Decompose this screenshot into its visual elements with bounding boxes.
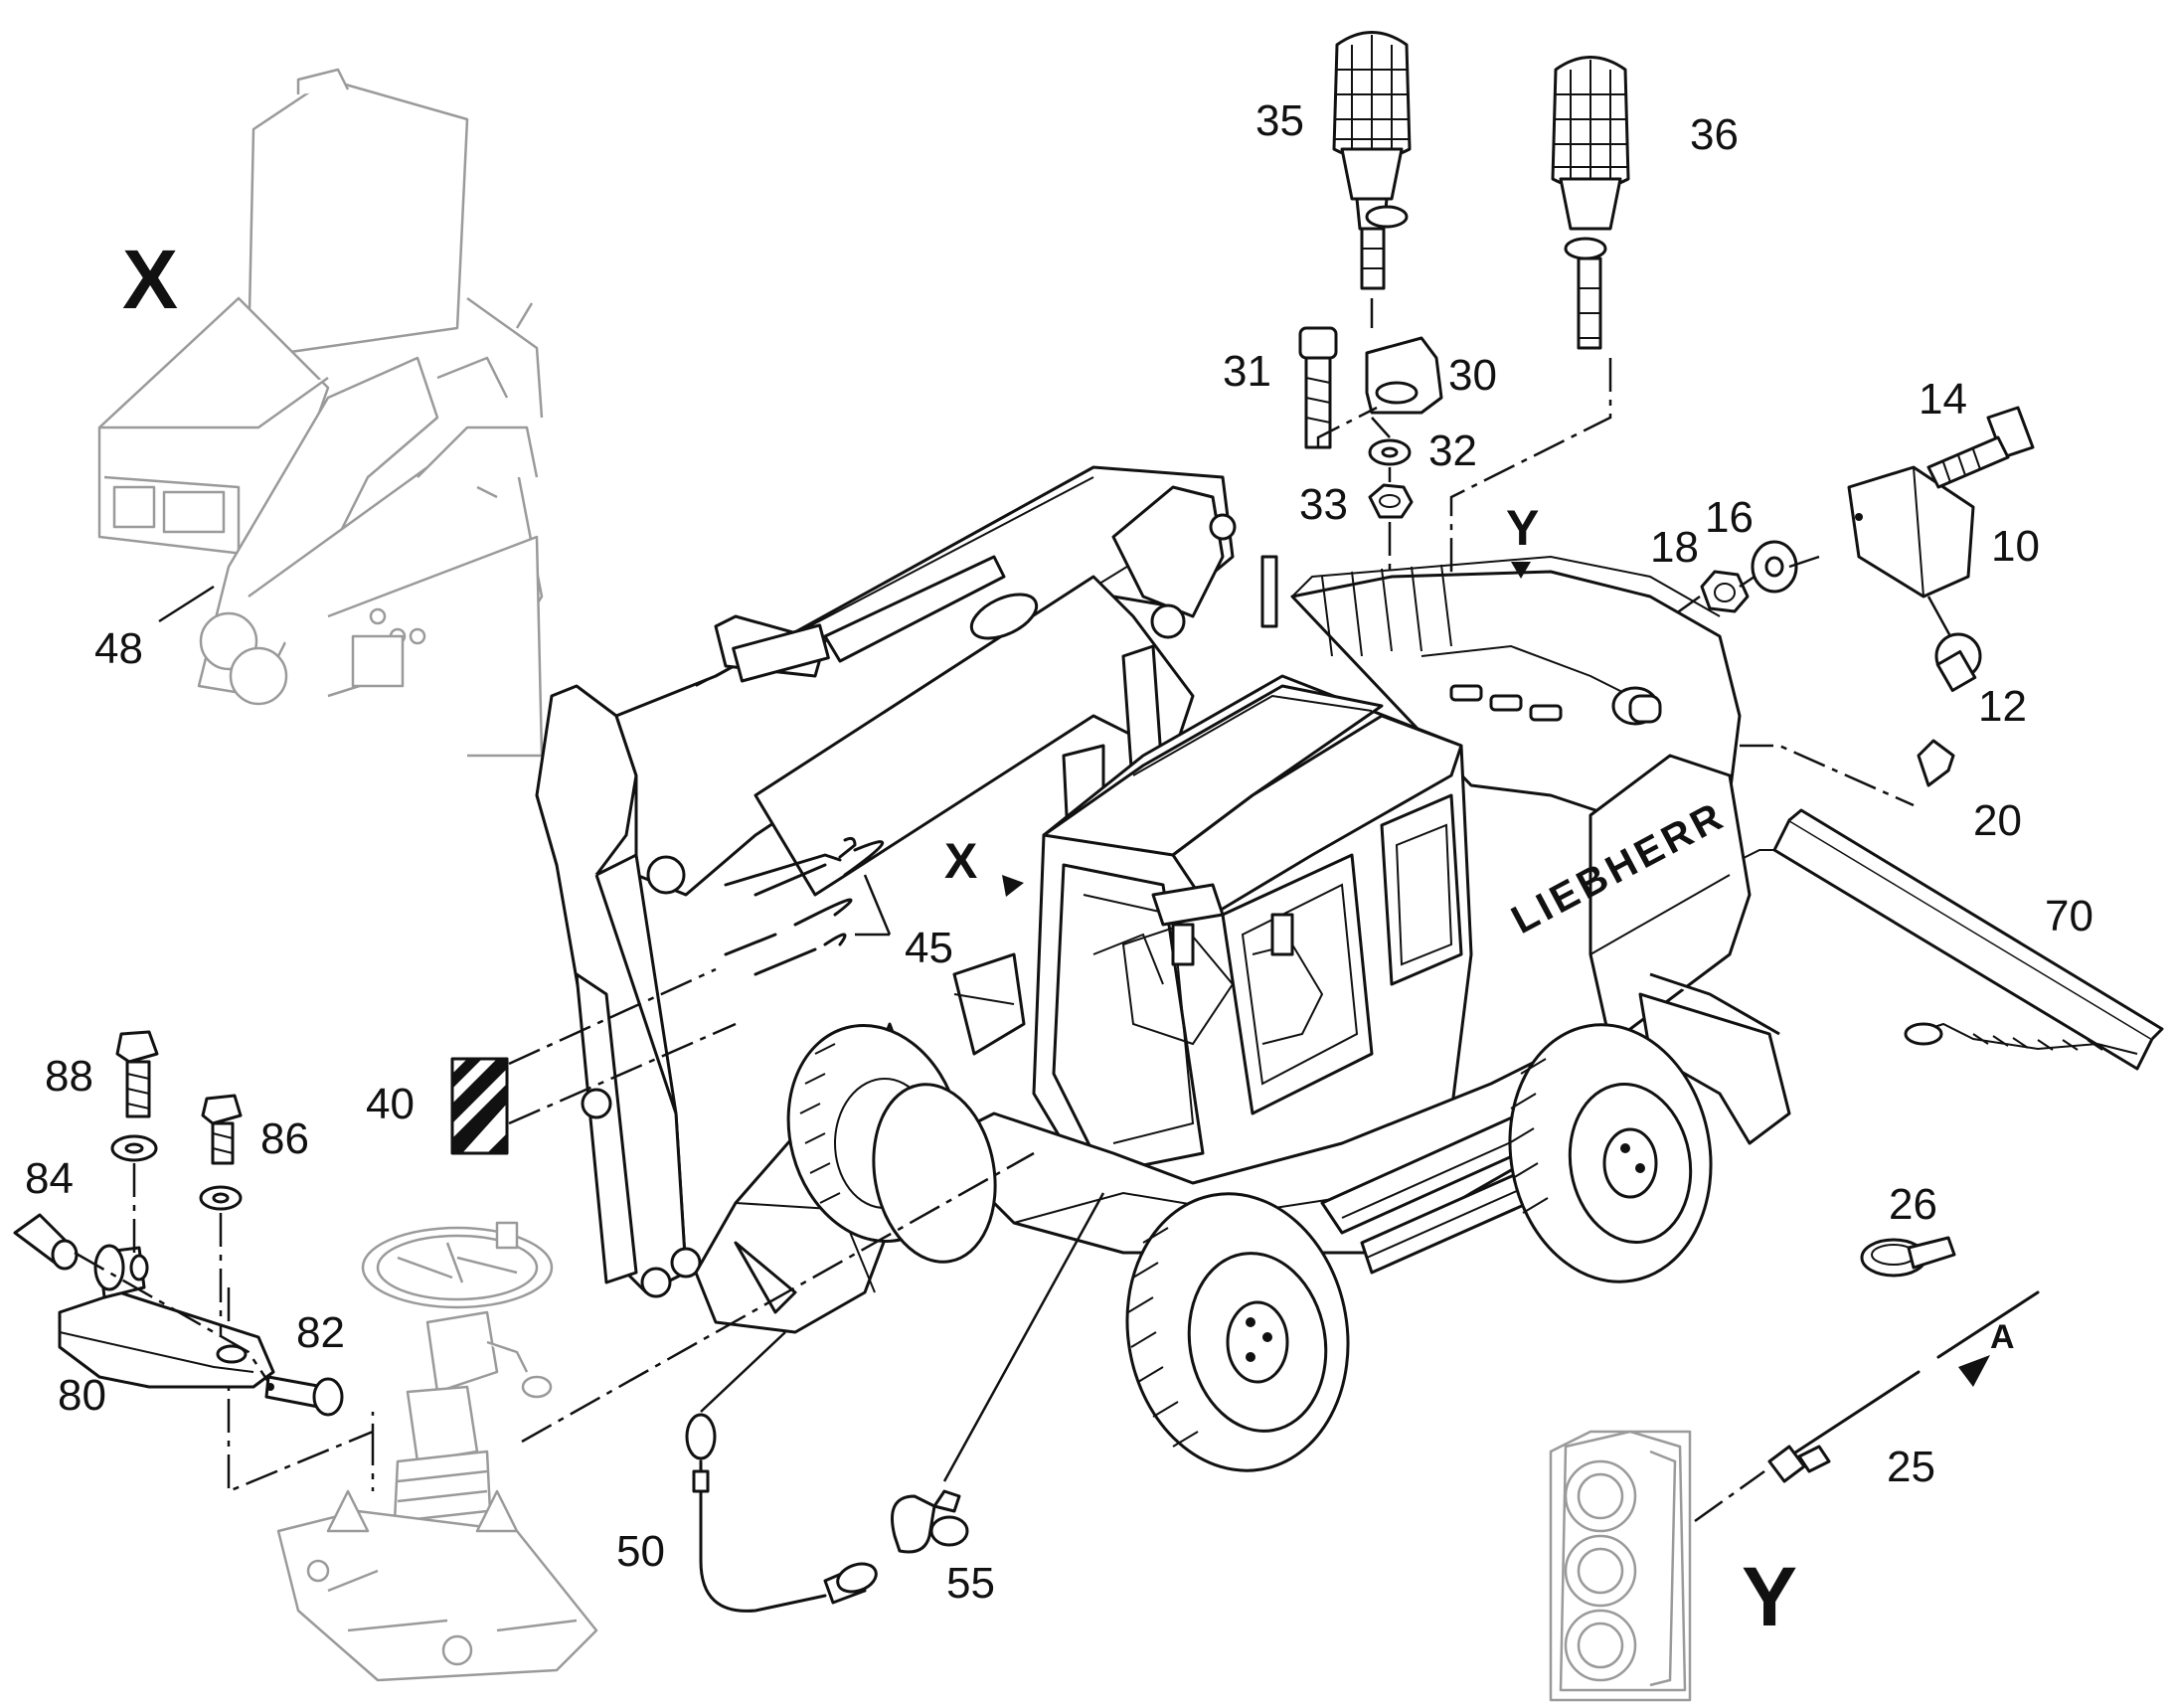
ground-cable-50 [685, 1413, 878, 1613]
callout-10: 10 [1991, 522, 2040, 571]
arrow-target-a: A [1990, 1318, 2015, 1356]
bolt-31 [1298, 326, 1338, 449]
callout-80: 80 [58, 1371, 106, 1420]
steering-column-assembly [276, 1221, 598, 1682]
callout-70: 70 [2045, 892, 2093, 940]
leader-88-86 [132, 1163, 223, 1337]
view-marker-x-main: X [944, 833, 977, 889]
knob-84 [13, 1213, 79, 1271]
cover-plate-70 [1739, 808, 2164, 1071]
leader-50 [700, 1331, 786, 1413]
callout-33: 33 [1299, 480, 1348, 529]
leader-55 [942, 1192, 1105, 1482]
leader-80 [227, 1287, 375, 1493]
mounting-bracket-30 [1365, 336, 1443, 415]
view-marker-y-detail: Y [1742, 1550, 1797, 1643]
warning-plate-40 [450, 1057, 509, 1155]
bracket-80 [58, 1244, 275, 1389]
nut-33 [1368, 483, 1414, 519]
callout-48: 48 [94, 624, 143, 673]
washer-32 [1368, 438, 1412, 466]
leader-35-stack [1370, 298, 1392, 696]
leader-31 [1316, 406, 1378, 447]
callout-26: 26 [1889, 1180, 1937, 1229]
wheel-front-right [1125, 1192, 1350, 1472]
view-arrow-x [1002, 875, 1024, 897]
bolt-86 [199, 1094, 243, 1211]
bulb-12 [1934, 632, 1982, 692]
wheeled-excavator: LIEBHERR [535, 465, 1791, 1472]
hose-lines-45 [724, 836, 892, 976]
callout-31: 31 [1223, 347, 1271, 396]
view-marker-x-detail: X [122, 233, 178, 326]
leader-40 [508, 967, 737, 1125]
cable-sensor-25 [1767, 1290, 2040, 1483]
cap-20 [1917, 739, 1955, 787]
leader-20 [1740, 744, 1915, 807]
callout-36: 36 [1690, 110, 1739, 159]
screw-14 [1926, 406, 2035, 489]
work-light-10 [1847, 465, 1975, 598]
callout-40: 40 [366, 1080, 415, 1128]
callout-86: 86 [260, 1114, 309, 1163]
nut-18 [1700, 570, 1750, 613]
callout-84: 84 [25, 1154, 74, 1203]
bolt-88 [110, 1030, 159, 1162]
box-y-junction [1549, 1430, 1692, 1702]
leader-10-stack [1739, 555, 1820, 589]
view-arrow-y [1511, 562, 1531, 579]
callout-20: 20 [1973, 796, 2022, 845]
shackle-55 [891, 1489, 969, 1554]
callout-88: 88 [45, 1052, 93, 1101]
callout-30: 30 [1448, 351, 1497, 400]
beacon-light-35 [1332, 31, 1412, 290]
leader-25 [1694, 1469, 1765, 1523]
callout-45: 45 [905, 924, 953, 972]
leader-36 [1449, 358, 1612, 616]
view-marker-y-main: Y [1506, 500, 1539, 556]
pin-82 [264, 1375, 344, 1417]
wheel-rear-left [872, 1083, 997, 1264]
leader-12 [1926, 596, 1952, 637]
callout-25: 25 [1887, 1443, 1935, 1491]
washer-16 [1751, 540, 1798, 594]
hose-clamp-26 [1860, 1236, 1956, 1278]
detail-x-cab-interior [97, 68, 544, 758]
leader-x-main [521, 1151, 1035, 1444]
beacon-light-36 [1551, 56, 1630, 350]
callout-16: 16 [1705, 493, 1754, 542]
callout-32: 32 [1428, 427, 1477, 475]
callout-82: 82 [296, 1308, 345, 1357]
callout-35: 35 [1255, 96, 1304, 145]
callout-55: 55 [946, 1559, 995, 1608]
wheel-rear-right [1508, 1023, 1713, 1283]
callout-50: 50 [616, 1527, 665, 1576]
callout-18: 18 [1650, 523, 1699, 572]
callout-12: 12 [1978, 682, 2027, 731]
leader-84 [74, 1251, 270, 1383]
callout-14: 14 [1919, 375, 1967, 424]
